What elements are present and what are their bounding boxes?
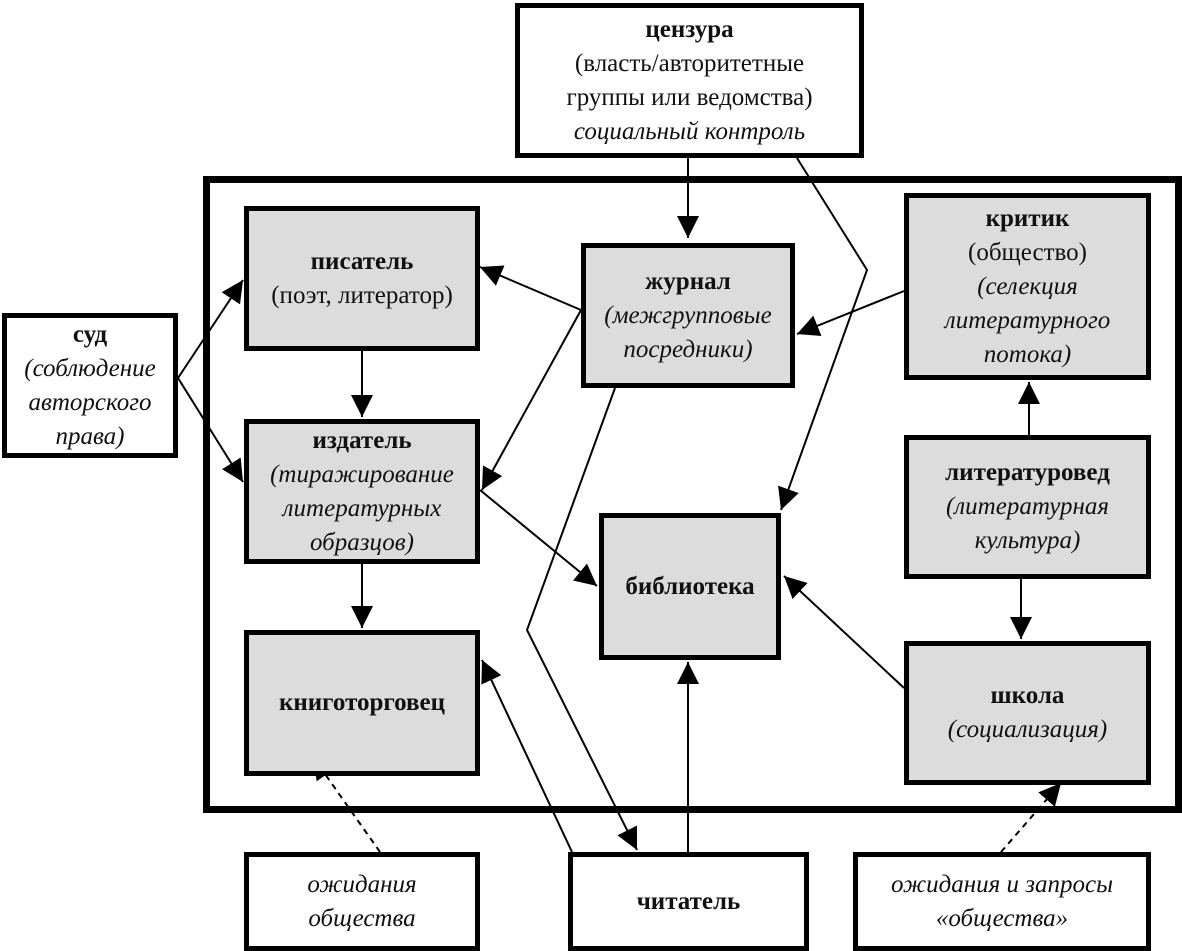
node-publisher: издатель (тиражирование литературных обр… (244, 419, 480, 564)
court-title: суд (72, 320, 108, 348)
edge-court-to-publisher (177, 377, 244, 483)
reader-title: читатель (636, 887, 741, 915)
node-society-requests: ожидания и запросы «общества» (853, 852, 1151, 951)
journal-italic-line-2: посредники) (623, 335, 753, 363)
society-requests-line-1: ожидания и запросы (890, 870, 1114, 898)
node-journal: журнал (межгрупповые посредники) (581, 243, 795, 388)
court-italic-line-1: (соблюдение (24, 354, 156, 382)
journal-italic-line-1: (межгрупповые (604, 301, 772, 329)
society-expectations-line-1: ожидания (307, 870, 417, 898)
literary-scholar-italic-line-1: (литературная (945, 493, 1110, 520)
literary-scholar-title: литературовед (945, 459, 1110, 486)
critic-italic-line-3: потока) (983, 340, 1072, 368)
node-library: библиотека (599, 513, 781, 660)
bookseller-title: книготорговец (278, 689, 446, 716)
publisher-italic-line-2: литературных (282, 494, 442, 522)
edge-critic-to-journal (796, 290, 905, 337)
node-school: школа (социализация) (904, 641, 1151, 785)
critic-line-1: (общество) (968, 238, 1087, 266)
node-bookseller: книготорговец (244, 630, 480, 776)
edge-journal-to-writer (479, 265, 582, 311)
edge-school-to-library (783, 575, 905, 689)
node-writer: писатель (поэт, литератор) (244, 206, 480, 351)
node-society-expectations: ожидания общества (244, 852, 480, 951)
court-italic-line-3: права) (55, 422, 125, 450)
court-italic-line-2: авторского (28, 388, 152, 416)
critic-title: критик (985, 204, 1070, 232)
edge-society-expectations-to-bookseller (312, 756, 381, 853)
node-censorship: цензура (власть/авторитетные группы или … (515, 3, 864, 158)
edge-society-requests-to-school (1000, 782, 1062, 853)
censorship-line-2: группы или ведомства) (566, 83, 813, 111)
library-title: библиотека (625, 572, 755, 600)
critic-italic-line-1: (селекция (977, 272, 1078, 300)
edge-court-to-writer (177, 279, 244, 379)
censorship-line-1: (власть/авторитетные (574, 49, 805, 77)
critic-italic-line-2: литературного (944, 306, 1111, 334)
publisher-title: издатель (312, 426, 412, 454)
writer-line-1: (поэт, литератор) (271, 281, 453, 309)
edge-journal-to-publisher (481, 309, 582, 491)
writer-title: писатель (310, 247, 414, 275)
school-title: школа (990, 682, 1065, 709)
edge-publisher-to-library (479, 489, 598, 587)
censorship-italic-line-1: социальный контроль (573, 117, 806, 145)
edge-journal-to-reader (525, 387, 638, 851)
node-critic: критик (общество) (селекция литературног… (904, 193, 1151, 380)
censorship-title: цензура (645, 15, 734, 43)
edge-censorship-to-library (778, 157, 869, 511)
society-requests-line-2: «общества» (935, 904, 1069, 932)
node-literary-scholar: литературовед (литературная культура) (904, 435, 1151, 579)
publisher-italic-line-3: образцов) (310, 528, 414, 556)
journal-title: журнал (645, 267, 731, 295)
literary-system-frame (203, 176, 1182, 813)
node-reader: читатель (568, 852, 809, 951)
node-court: суд (соблюдение авторского права) (2, 313, 178, 458)
school-italic-line-1: (социализация) (947, 716, 1108, 743)
publisher-italic-line-1: (тиражирование (270, 460, 454, 488)
edges-group (177, 157, 1062, 853)
edge-reader-to-bookseller (481, 659, 573, 853)
society-expectations-line-2: общества (308, 904, 416, 932)
literary-scholar-italic-line-2: культура) (974, 527, 1081, 554)
